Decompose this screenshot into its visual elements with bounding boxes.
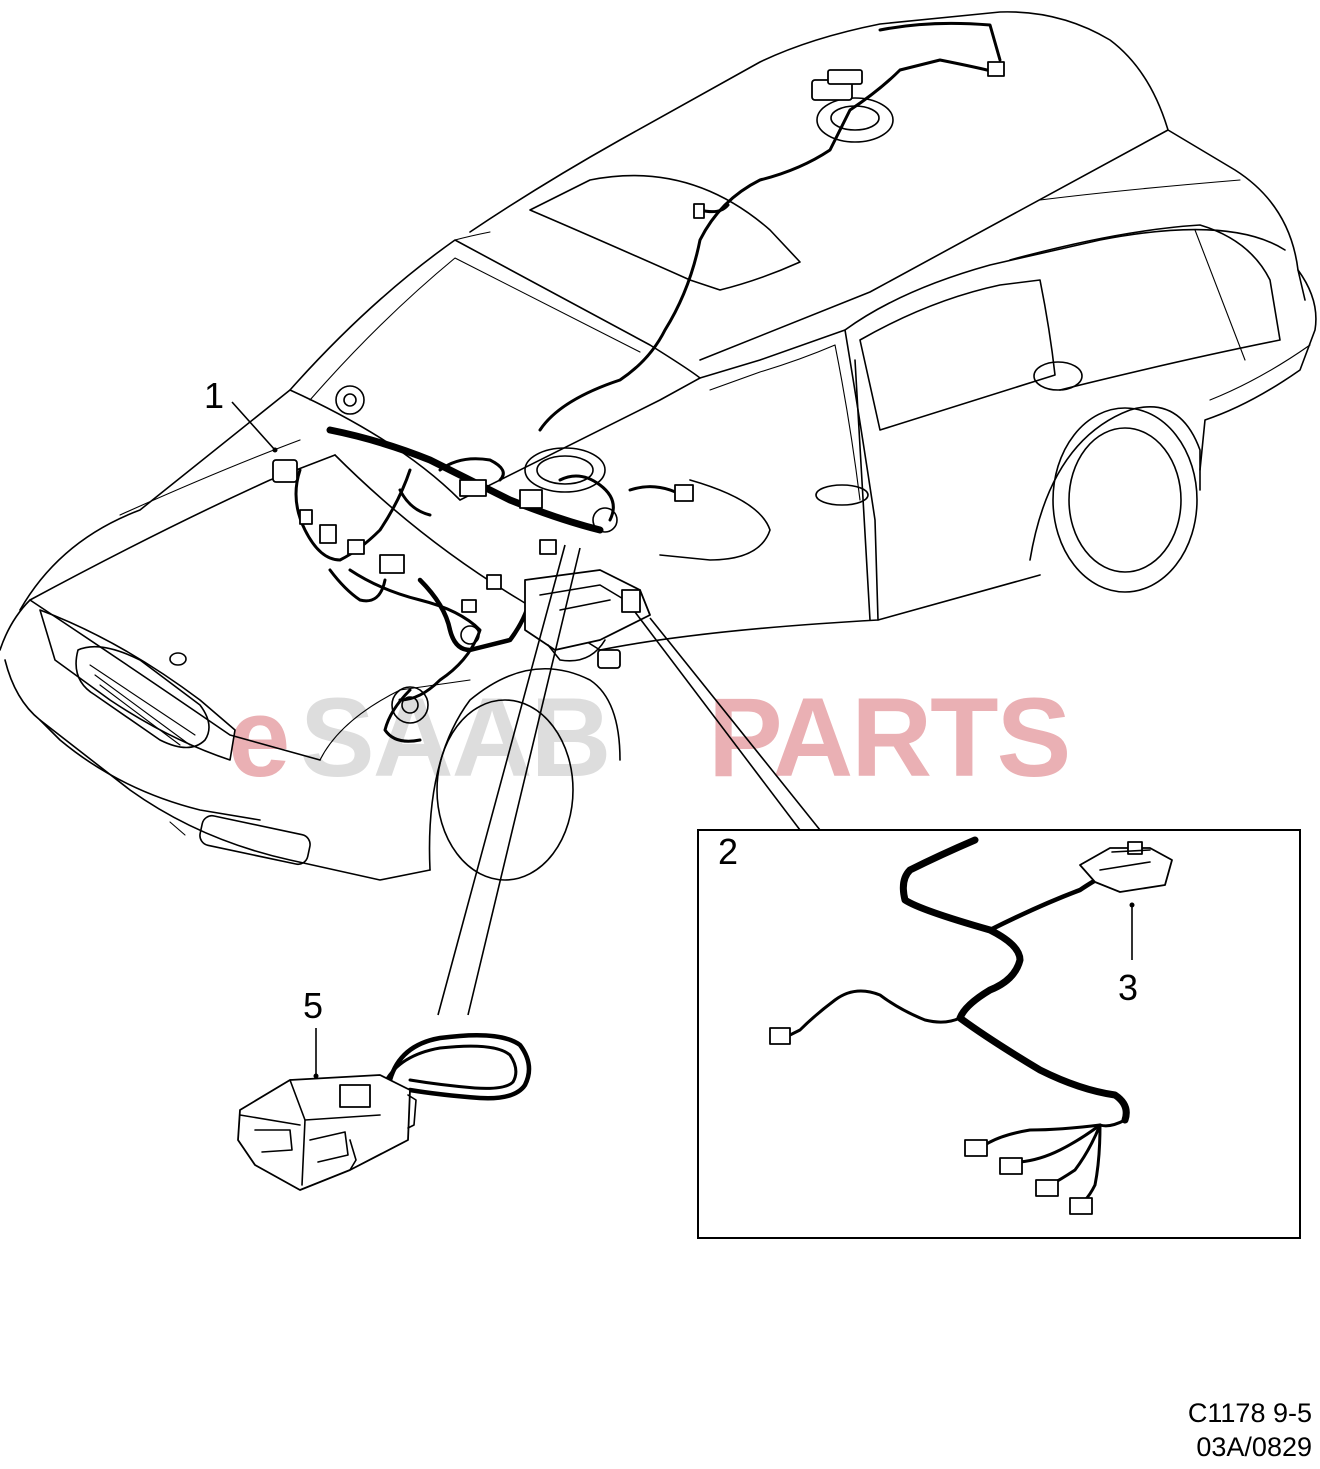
leader-2a	[634, 611, 801, 831]
connector-d	[1069, 1197, 1093, 1215]
connector-left	[769, 1027, 791, 1045]
inset-detail-box	[697, 829, 1301, 1239]
leader-lines	[231, 401, 821, 1016]
connector-b	[999, 1157, 1023, 1175]
watermark-saab: SAAB	[300, 675, 609, 800]
watermark: e SAAB PARTS	[228, 675, 1071, 800]
callout-5: 5	[303, 985, 323, 1026]
inset-frame	[697, 829, 1301, 1239]
main-harness	[272, 21, 1005, 743]
car-outline	[0, 11, 1317, 881]
callout-1: 1	[204, 375, 224, 416]
footer-code: C1178 9-5	[1188, 1398, 1312, 1428]
leader-5b	[467, 547, 581, 1016]
watermark-parts: PARTS	[708, 675, 1069, 800]
callout-3: 3	[1118, 967, 1138, 1008]
leader-2b	[649, 617, 821, 831]
connector-5	[237, 1028, 532, 1191]
leader-1	[231, 401, 276, 451]
footer-ref: 03A/0829	[1196, 1432, 1312, 1462]
connector-c	[1035, 1179, 1059, 1197]
connector-a	[964, 1139, 988, 1157]
connector-3	[1079, 841, 1173, 893]
leader-5a	[437, 544, 566, 1016]
callout-2: 2	[718, 831, 738, 872]
